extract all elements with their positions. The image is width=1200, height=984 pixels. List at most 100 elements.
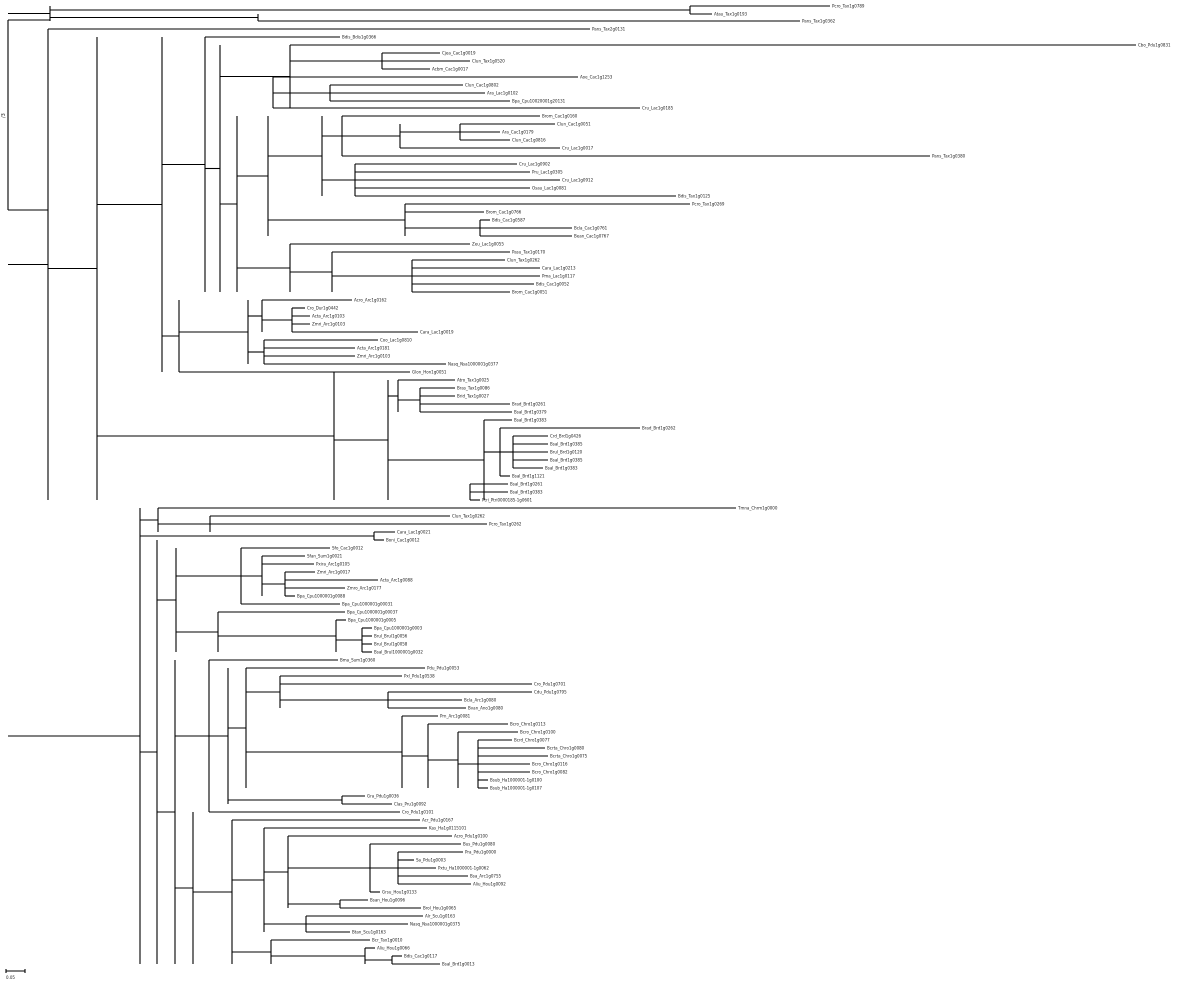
leaf-label: Clun_Tax1g0262 <box>507 258 540 263</box>
leaf-label: Coo_Lac1g0810 <box>380 338 412 343</box>
leaf-label: Pcro_Tax1g0262 <box>489 522 522 527</box>
label-layer: Pcro_Tax1g0789Atau_Tax1g0193Pans_Tax1g03… <box>297 4 1171 967</box>
leaf-label: Cjea_Cac1g0019 <box>442 51 476 56</box>
leaf-label: Bsub_Ha1000001-1g0100 <box>490 778 542 783</box>
leaf-label: Bcro_Chro1g0100 <box>520 730 556 735</box>
leaf-label: Pdu_Pdu1g0053 <box>427 666 460 671</box>
leaf-label: Bcrta_Chro1g0080 <box>547 746 585 751</box>
leaf-label: Pru_Lac1g0305 <box>532 170 563 175</box>
leaf-label: Bcr_Tax1g0010 <box>372 938 403 943</box>
leaf-label: Bpa_Cpu1000001g00037 <box>347 610 398 615</box>
leaf-label: Clun_Cac1g0802 <box>465 83 499 88</box>
leaf-label: Cro_Pdu1g0701 <box>534 682 566 687</box>
leaf-label: Cru_Lac1g0912 <box>562 178 594 183</box>
leaf-label: Zmri_Arc1g0103 <box>312 322 346 327</box>
leaf-label: Nasq_Nsa1000001g0377 <box>448 362 499 367</box>
leaf-label: Cara_Lac1g0019 <box>420 330 454 335</box>
leaf-label: Pans_Tax1g0362 <box>802 19 836 24</box>
leaf-label: Bpa_Cpu1000001g0088 <box>297 594 346 599</box>
leaf-label: Ptri_Ptri0000185-1g0601 <box>482 498 532 503</box>
leaf-label: Brul_Brul1g0056 <box>374 634 408 639</box>
leaf-label: Cro_Pdu1g0101 <box>402 810 434 815</box>
leaf-label: Bsal_Brd1g0383 <box>510 490 543 495</box>
leaf-label: Brom_Cac1g0051 <box>512 290 548 295</box>
leaf-label: Bpa_Cpu1000001g0005 <box>348 618 397 623</box>
leaf-label: Bsal_Brd1g0385 <box>550 442 583 447</box>
leaf-label: Brul_Brul1g0058 <box>374 642 408 647</box>
leaf-label: Bma_Sum1g0360 <box>340 658 376 663</box>
leaf-label: Acta_Arc1g0103 <box>312 314 345 319</box>
leaf-label: Tmna_Chrm1g0000 <box>737 506 778 511</box>
leaf-label: Acr_Pdu1g0167 <box>422 818 454 823</box>
leaf-label: Bdis_Tax1g0125 <box>678 194 711 199</box>
leaf-label: Aoe_Cac1g1253 <box>580 75 613 80</box>
leaf-label: Bcla_Arc1g0080 <box>464 698 497 703</box>
leaf-label: Ara_Lac1g0102 <box>487 91 518 96</box>
leaf-label: Bsal_Brd1g0383 <box>514 418 547 423</box>
leaf-label: Bpa_Cpu1000001g00031 <box>342 602 393 607</box>
leaf-label: Bean_Cac1g0767 <box>574 234 609 239</box>
leaf-label: Aliu_Hou1g0066 <box>377 946 410 951</box>
leaf-label: Brul_Brd1g0120 <box>550 450 583 455</box>
leaf-label: Osau_Lac1g0081 <box>532 186 567 191</box>
leaf-label: Clun_Tax1g0520 <box>472 59 505 64</box>
leaf-label: Sa_Pdu1g0003 <box>416 858 446 863</box>
leaf-label: Sfan_Sum1g0021 <box>307 554 343 559</box>
leaf-label: Cara_Lac1g0021 <box>397 530 431 535</box>
leaf-label: Cro_Dur1g0442 <box>307 306 339 311</box>
leaf-label: Bcro_Chro1g0113 <box>510 722 546 727</box>
leaf-label: Pma_Lac1g0117 <box>542 274 575 279</box>
leaf-label: Acta_Arc1g0181 <box>357 346 390 351</box>
leaf-label: Grsu_Hou1g0133 <box>382 890 417 895</box>
leaf-label: Bsal_Brd1g1121 <box>512 474 545 479</box>
leaf-label: Brid_Tax1g0027 <box>457 394 489 399</box>
leaf-label: Pra_Pdu1g0000 <box>465 850 497 855</box>
leaf-label: Bsal_Brul1000001g0032 <box>374 650 423 655</box>
leaf-label: Pxl_Pdu1g0538 <box>404 674 435 679</box>
leaf-label: Bcla_Cac1g0761 <box>574 226 608 231</box>
leaf-label: Clas_Pru1g0092 <box>394 802 427 807</box>
leaf-label: Alr_Scu1g0163 <box>425 914 455 919</box>
leaf-label: Acro_Pdu1g0100 <box>454 834 488 839</box>
leaf-label: Clun_Cac1g0051 <box>557 122 591 127</box>
leaf-label: Glon_Hon1g0051 <box>412 370 447 375</box>
leaf-label: Bdis_Cac1g0117 <box>404 954 438 959</box>
leaf-label: Brom_Cac1g0766 <box>486 210 522 215</box>
leaf-label: Pcro_Tax1g0269 <box>692 202 725 207</box>
leaf-label: Boni_Cac1g0012 <box>386 538 420 543</box>
leaf-label: Gra_Pdu1g0036 <box>367 794 399 799</box>
leaf-label: Bus_Pdu1g0080 <box>463 842 496 847</box>
leaf-label: Cru_Lac1g0902 <box>519 162 551 167</box>
leaf-label: Bsal_Brd1g0013 <box>442 962 475 967</box>
leaf-label: Zmri_Arc1g0103 <box>357 354 391 359</box>
leaf-label: Kas_Ha1g0115101 <box>429 826 467 831</box>
leaf-label: Bcro_Chro1g0082 <box>532 770 568 775</box>
leaf-label: Bsan_Hou1g0096 <box>370 898 406 903</box>
leaf-label: Pans_Tax1g0380 <box>932 154 966 159</box>
leaf-label: Aliu_Hou1g0092 <box>473 882 506 887</box>
leaf-label: Zeu_Lac1g0055 <box>472 242 504 247</box>
root-marker: /3 <box>1 113 7 118</box>
leaf-label: Bpa_Cpu1000001g0003 <box>374 626 423 631</box>
leaf-label: Pans_Tax2g0131 <box>592 27 626 32</box>
leaf-label: Clun_Cac1g0816 <box>512 138 546 143</box>
leaf-label: Brad_Brd1g0262 <box>642 426 676 431</box>
leaf-label: Bcrta_Chro1g0075 <box>550 754 588 759</box>
scale-bar-label: 0.05 <box>6 975 15 980</box>
leaf-label: Cru_Lac1g0185 <box>642 106 674 111</box>
leaf-label: Bdis_Cac1g0587 <box>492 218 526 223</box>
leaf-label: Bpa_Cpu10020001g20131 <box>512 99 566 104</box>
leaf-label: Nasq_Nsa1000001g0375 <box>410 922 461 927</box>
leaf-label: Bcrd_Chro1g0077 <box>514 738 550 743</box>
leaf-label: Cdu_Pdu1g0795 <box>534 690 567 695</box>
leaf-label: Pxira_Arc1g0105 <box>316 562 350 567</box>
leaf-label: Btan_Scu1g0163 <box>352 930 386 935</box>
leaf-label: Bvan_Ano1g0080 <box>468 706 504 711</box>
leaf-label: Acbm_Cac1g0017 <box>432 67 468 72</box>
leaf-label: Bsal_Brd1g0261 <box>510 482 543 487</box>
leaf-label: Bsa_Arc1g0755 <box>470 874 501 879</box>
leaf-label: Acro_Arc1g0162 <box>354 298 387 303</box>
leaf-label: Bdis_Cac1g0052 <box>536 282 570 287</box>
leaf-label: Bsal_Brd1g0379 <box>514 410 547 415</box>
